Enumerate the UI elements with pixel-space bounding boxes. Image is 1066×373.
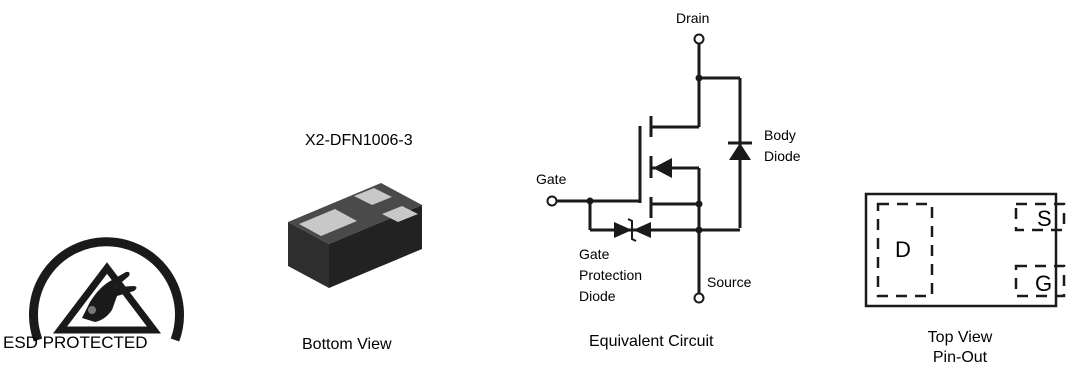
pad-small-right — [382, 206, 418, 222]
gpd-label-2: Protection — [579, 267, 642, 283]
esd-arc — [29, 237, 184, 342]
gpd-label-1: Gate — [579, 246, 610, 262]
package-caption: Bottom View — [302, 336, 392, 353]
drain-terminal — [693, 33, 705, 45]
pinout-caption-2: Pin-Out — [932, 349, 988, 366]
package-front-face — [288, 222, 329, 288]
pin-d-pad — [876, 202, 934, 298]
pinout-caption-1: Top View — [927, 329, 993, 346]
esd-triangle — [52, 262, 162, 334]
source-terminal — [693, 292, 705, 304]
drain-label: Drain — [676, 10, 709, 26]
gate-label: Gate — [536, 171, 567, 187]
body-diode-label-2: Diode — [764, 148, 801, 164]
pad-small-top — [354, 188, 392, 205]
hand-detail-icon — [88, 306, 96, 314]
channel-arrow-icon — [653, 158, 672, 178]
body-diode-label-1: Body — [764, 127, 796, 143]
gate-protection-diode-icon — [614, 218, 651, 242]
circuit-caption: Equivalent Circuit — [589, 333, 714, 350]
source-label: Source — [707, 274, 752, 290]
gpd-label-3: Diode — [579, 288, 616, 304]
pad-large — [299, 209, 357, 236]
pin-s-pad — [1014, 202, 1066, 232]
package-side-face — [329, 205, 422, 288]
body-diode-icon — [729, 143, 751, 160]
package-name: X2-DFN1006-3 — [305, 132, 413, 149]
pin-g-pad — [1014, 264, 1066, 298]
pinout-outline — [864, 192, 1058, 308]
gate-terminal — [546, 195, 558, 207]
pin-s-label: S — [1037, 206, 1052, 231]
esd-protected-label: ESD PROTECTED — [3, 333, 148, 352]
pin-g-label: G — [1035, 271, 1052, 296]
pin-d-label: D — [895, 237, 911, 262]
